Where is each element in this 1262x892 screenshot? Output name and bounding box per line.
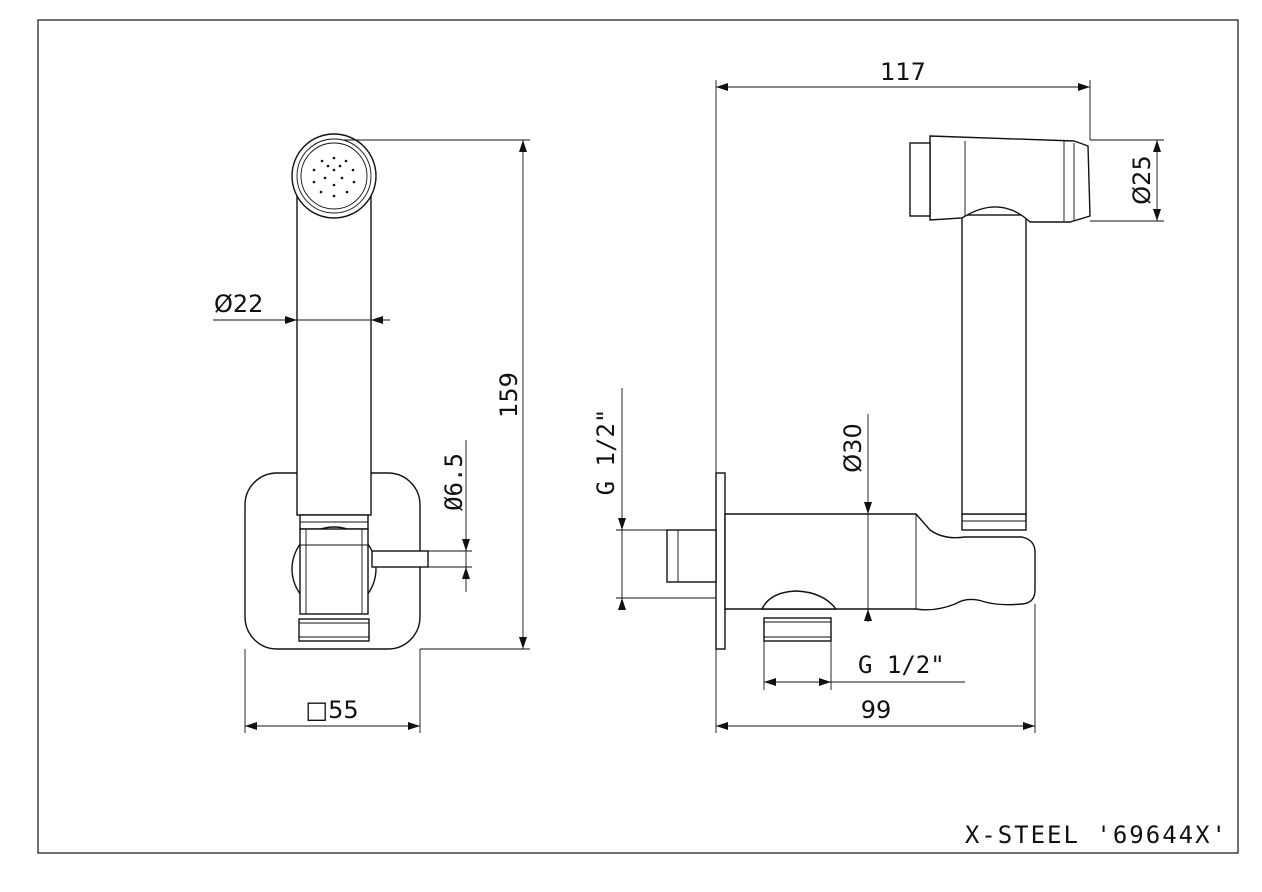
dim-handle-diameter-label: Ø22 [214,290,263,318]
handle-collar [961,513,1027,531]
title-block: X-STEEL '69644X' [965,821,1228,849]
side-view [666,135,1091,650]
dim-total-height-label: 159 [495,372,523,418]
dim-body-diameter-label: Ø30 [839,423,867,472]
dim-plate-size-label: □55 [305,696,358,724]
wall-flange [715,472,726,650]
handle-shaft-side [961,214,1027,515]
dim-total-width: 117 [715,58,1091,473]
drawing-frame [37,19,1239,854]
dim-head-diameter: Ø25 [1090,139,1164,222]
dim-hose-diameter: Ø6.5 [428,440,472,592]
dim-inlet-thread: G 1/2" [592,388,716,610]
dim-head-diameter-label: Ø25 [1128,155,1156,204]
valve-body-side [724,513,1036,611]
dim-outlet-thread: G 1/2" [763,641,965,690]
dim-hose-diameter-label: Ø6.5 [440,453,468,511]
dim-body-diameter: Ø30 [839,414,872,622]
spray-head-side [929,135,1091,223]
dim-plate-size: □55 [244,649,421,733]
dim-inlet-thread-label: G 1/2" [592,409,620,496]
valve-lever [371,550,429,568]
outlet-dome [760,590,838,610]
spray-head [291,133,377,219]
outlet-fitting [298,618,370,642]
outlet-fitting-side [763,617,832,642]
front-view [244,133,429,650]
dim-body-length-label: 99 [861,696,892,724]
dim-handle-diameter: Ø22 [213,290,390,324]
inlet-stub [666,529,717,583]
handle-shaft [296,174,372,516]
dim-total-width-label: 117 [880,58,926,86]
dim-body-length: 99 [715,604,1036,733]
dim-outlet-thread-label: G 1/2" [858,651,945,679]
dim-total-height: 159 [344,139,530,650]
